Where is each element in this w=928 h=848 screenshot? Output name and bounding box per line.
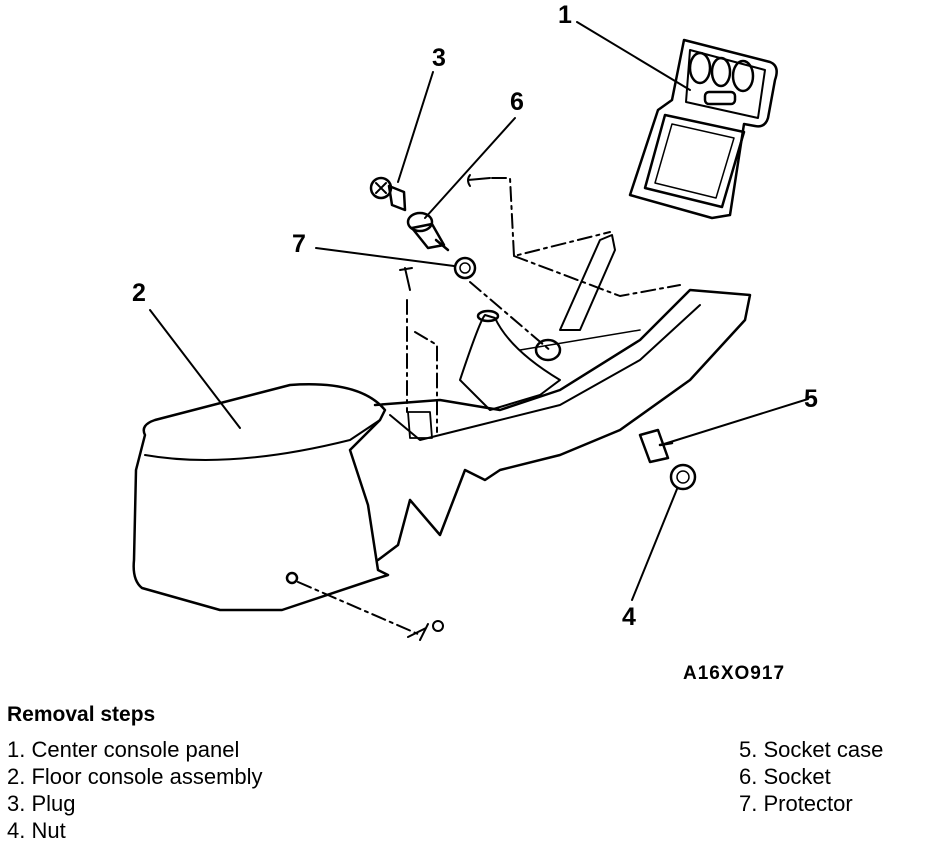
nut-part xyxy=(669,463,697,491)
callout-5: 5 xyxy=(804,385,818,413)
step-item: 7. Protector xyxy=(739,791,853,816)
callout-2: 2 xyxy=(132,279,146,307)
callout-7: 7 xyxy=(292,230,306,258)
callout-4: 4 xyxy=(622,603,636,631)
callout-6: 6 xyxy=(510,88,524,116)
floor-console-assembly-part xyxy=(132,234,752,612)
step-item: 2. Floor console assembly xyxy=(7,764,263,789)
center-console-panel-part xyxy=(628,38,778,220)
leader-lines xyxy=(149,21,809,601)
step-item: 3. Plug xyxy=(7,791,76,816)
removal-steps-heading: Removal steps xyxy=(7,703,156,726)
step-item: 4. Nut xyxy=(7,818,66,843)
callout-1: 1 xyxy=(558,1,572,29)
callout-3: 3 xyxy=(432,44,446,72)
step-item: 5. Socket case xyxy=(739,737,884,762)
step-item: 6. Socket xyxy=(739,764,831,789)
socket-part xyxy=(406,211,450,252)
protector-part xyxy=(453,256,477,280)
step-item: 1. Center console panel xyxy=(7,737,240,762)
alignment-lines xyxy=(297,177,681,635)
exploded-view-diagram xyxy=(132,21,809,641)
screw-parts xyxy=(399,174,491,641)
socket-case-part xyxy=(638,428,674,464)
plug-part xyxy=(369,176,407,212)
figure-code: A16XO917 xyxy=(683,663,786,684)
